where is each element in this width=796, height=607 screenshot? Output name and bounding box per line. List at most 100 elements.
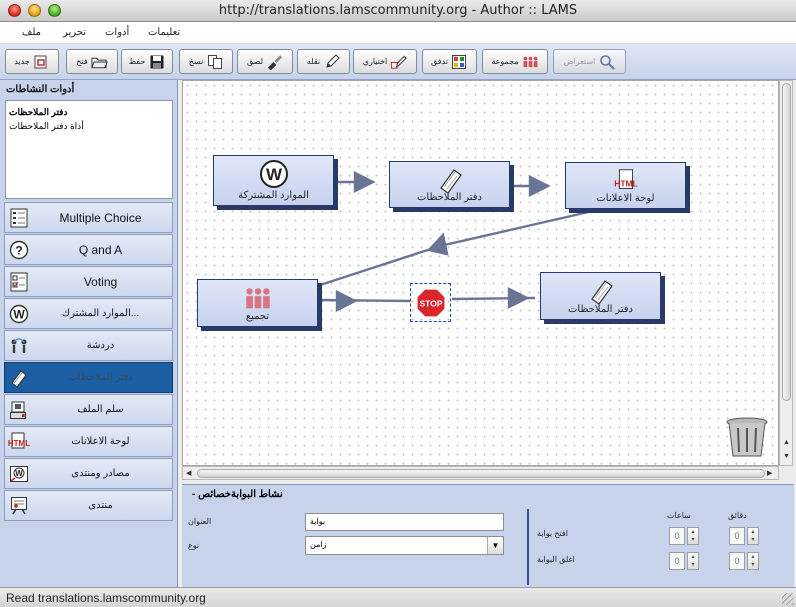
- resources-forum-icon: W: [8, 463, 30, 485]
- activity-grouping[interactable]: تجميع: [197, 279, 318, 327]
- chevron-down-icon[interactable]: ▼: [487, 537, 503, 554]
- scroll-left-arrow-icon[interactable]: ◀: [186, 470, 192, 477]
- group-button[interactable]: مجموعة: [482, 49, 548, 74]
- preview-button[interactable]: استعراض: [553, 49, 626, 74]
- tool-description-box: دفتر الملاحظات أداة دفتر الملاحظات: [5, 100, 173, 199]
- optional-button[interactable]: اختياري: [353, 49, 417, 74]
- menu-edit[interactable]: تحرير: [63, 27, 87, 38]
- tool-submit-file[interactable]: سلم الملف: [4, 394, 173, 425]
- scroll-up-arrow-icon[interactable]: ▲: [783, 439, 790, 446]
- new-document-icon: [33, 53, 50, 70]
- transition-label: نقله: [306, 57, 321, 66]
- paste-label: لصق: [246, 57, 264, 66]
- minutes-label: دقائق: [728, 511, 747, 520]
- title-bar: http://translations.lamscommunity.org - …: [0, 0, 796, 22]
- close-window-button[interactable]: [8, 4, 21, 17]
- open-minutes-spin-buttons[interactable]: ▴▾: [747, 527, 759, 545]
- title-field-label: العنوان: [188, 517, 212, 526]
- close-hours-spin-buttons[interactable]: ▴▾: [687, 552, 699, 570]
- gate-type-select[interactable]: زامن ▼: [305, 536, 504, 555]
- close-minutes-stepper[interactable]: 0: [729, 552, 745, 570]
- group-people-icon: [243, 283, 273, 313]
- menu-file[interactable]: ملف: [22, 27, 42, 38]
- window-title: http://translations.lamscommunity.org - …: [218, 3, 578, 18]
- activity-label: لوحة الاعلانات: [596, 193, 655, 204]
- transition-button[interactable]: نقله: [297, 49, 350, 74]
- html-badge: HTML: [614, 179, 637, 189]
- resize-grip-icon[interactable]: [782, 593, 794, 605]
- new-button[interactable]: جديد: [5, 49, 59, 74]
- activity-tools-title: أدوات النشاطات: [6, 84, 75, 95]
- paste-brush-icon: [266, 53, 283, 70]
- tool-label: Multiple Choice: [59, 210, 142, 225]
- tool-label: الموارد المشترك...: [61, 308, 140, 319]
- activity-shared-resources[interactable]: W الموارد المشتركة: [213, 155, 334, 206]
- vertical-scroll-thumb[interactable]: [782, 83, 791, 401]
- paste-button[interactable]: لصق: [237, 49, 293, 74]
- gate-activity[interactable]: STOP: [410, 283, 451, 322]
- tool-forum[interactable]: منتدى: [4, 490, 173, 521]
- open-hours-spin-buttons[interactable]: ▴▾: [687, 527, 699, 545]
- tool-notebook[interactable]: دفتر الملاحظات: [4, 362, 173, 393]
- voting-icon: [8, 271, 30, 293]
- horizontal-scrollbar[interactable]: ◀ ▶: [182, 466, 779, 480]
- svg-text:W: W: [15, 469, 23, 478]
- flow-button[interactable]: تدفق: [422, 49, 477, 74]
- menu-tools[interactable]: أدوات: [105, 27, 130, 38]
- close-minutes-spin-buttons[interactable]: ▴▾: [747, 552, 759, 570]
- open-folder-icon: [90, 53, 108, 70]
- tool-resources-forum[interactable]: W مصادر ومنتدى: [4, 458, 173, 489]
- open-minutes-stepper[interactable]: 0: [729, 527, 745, 545]
- tool-label: لوحة الاعلانات: [71, 436, 130, 447]
- scroll-right-arrow-icon[interactable]: ▶: [767, 470, 773, 477]
- copy-button[interactable]: نسخ: [179, 49, 233, 74]
- group-label: مجموعة: [491, 57, 519, 66]
- properties-panel: - نشاط البوابةخصائص العنوان بوابة نوع زا…: [182, 484, 794, 587]
- title-input[interactable]: بوابة: [305, 513, 504, 531]
- tool-chat[interactable]: دردشة: [4, 330, 173, 361]
- activity-tools-panel: أدوات النشاطات دفتر الملاحظات أداة دفتر …: [0, 80, 178, 587]
- open-hours-stepper[interactable]: 0: [669, 527, 685, 545]
- tool-multiple-choice[interactable]: Multiple Choice: [4, 202, 173, 233]
- shared-resources-icon: W: [259, 159, 289, 189]
- stop-sign-icon: STOP: [415, 287, 446, 318]
- activity-label: دفتر الملاحظات: [417, 192, 482, 203]
- notebook-icon: [8, 367, 30, 389]
- save-button[interactable]: حفظ: [121, 49, 173, 74]
- horizontal-scroll-thumb[interactable]: [197, 469, 765, 478]
- new-label: جديد: [14, 57, 30, 66]
- close-hours-stepper[interactable]: 0: [669, 552, 685, 570]
- notebook-icon: [435, 165, 465, 195]
- zoom-window-button[interactable]: [48, 4, 61, 17]
- properties-title: - نشاط البوابةخصائص: [192, 489, 283, 500]
- optional-label: اختياري: [362, 57, 388, 66]
- flow-label: تدفق: [431, 57, 448, 66]
- noticeboard-icon: HTML: [611, 166, 641, 196]
- tool-description-title: دفتر الملاحظات: [9, 107, 68, 117]
- activity-noticeboard[interactable]: HTML لوحة الاعلانات: [565, 162, 686, 209]
- hours-label: ساعات: [667, 511, 691, 520]
- scroll-down-arrow-icon[interactable]: ▼: [783, 453, 790, 460]
- open-button[interactable]: فتح: [66, 49, 118, 74]
- tool-label: منتدى: [88, 500, 113, 511]
- open-label: فتح: [76, 57, 88, 66]
- svg-text:W: W: [13, 308, 25, 322]
- tool-noticeboard[interactable]: HTML لوحة الاعلانات: [4, 426, 173, 457]
- activity-notebook-2[interactable]: دفتر الملاحظات: [540, 272, 661, 320]
- tool-voting[interactable]: Voting: [4, 266, 173, 297]
- minimize-window-button[interactable]: [28, 4, 41, 17]
- menu-help[interactable]: تعليمات: [148, 27, 181, 38]
- group-people-icon: [522, 53, 539, 70]
- status-text: Read translations.lamscommunity.org: [6, 591, 206, 605]
- gate-type-value: زامن: [310, 540, 327, 549]
- design-canvas[interactable]: [182, 80, 779, 466]
- tool-q-and-a[interactable]: ? Q and A: [4, 234, 173, 265]
- trash-can-icon[interactable]: [724, 414, 770, 458]
- activity-label: تجميع: [245, 311, 270, 322]
- pencil-icon: [323, 53, 340, 70]
- activity-notebook-1[interactable]: دفتر الملاحظات: [389, 161, 510, 208]
- tool-shared-resources[interactable]: W الموارد المشترك...: [4, 298, 173, 329]
- save-label: حفظ: [128, 57, 146, 66]
- vertical-scrollbar[interactable]: ▲ ▼: [779, 80, 793, 466]
- open-gate-label: افتح بوابة: [537, 529, 568, 538]
